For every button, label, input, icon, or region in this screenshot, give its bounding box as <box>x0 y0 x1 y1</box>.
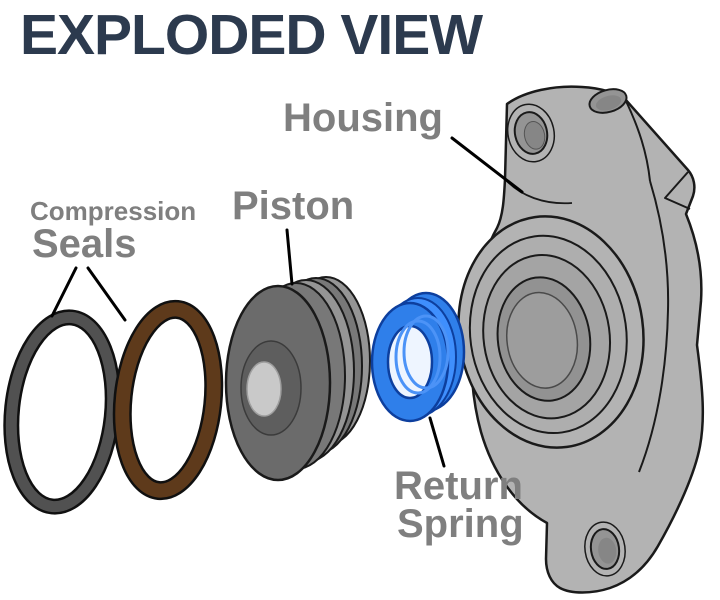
leader-return-spring <box>428 416 446 468</box>
spring-inner-wire-1 <box>394 319 442 395</box>
leader-lines <box>50 136 524 468</box>
seal-dark-body <box>5 311 119 513</box>
piston-part <box>224 276 371 482</box>
leader-housing <box>450 136 524 194</box>
leader-seals-right <box>86 266 127 322</box>
housing-edge-line-top <box>624 98 651 182</box>
label-housing: Housing <box>283 96 443 140</box>
housing-bore-boss <box>457 215 645 449</box>
return-spring-part <box>370 291 466 423</box>
leader-seals-left <box>50 266 78 318</box>
seal-brown-oring <box>112 299 224 501</box>
housing-edge-line-right <box>638 180 670 473</box>
label-return-spring-line2: Spring <box>397 502 524 546</box>
housing-hole-bottom-rim <box>584 521 626 577</box>
housing-boss-bore-inner <box>506 291 579 389</box>
housing-hole-top-left <box>506 103 556 163</box>
label-return-spring-line1: Return <box>394 464 523 508</box>
seal-dark-oring <box>3 309 121 515</box>
housing-hole-top-right-shadow <box>595 95 622 111</box>
housing-hole-top-right <box>588 88 628 114</box>
label-compression-seals-line1: Compression <box>30 196 197 226</box>
housing-hole-bottom <box>584 521 626 577</box>
housing-hole-bottom-shadow <box>598 537 617 564</box>
spring-inner-wire-2 <box>402 314 450 390</box>
housing-detail-lines <box>504 98 691 473</box>
page-title: EXPLODED VIEW <box>20 3 483 67</box>
piston-recess-highlight <box>246 361 282 417</box>
label-compression-seals-line2: Seals <box>32 222 137 266</box>
seal-brown-body <box>115 302 221 498</box>
housing-hole-top-left-rim <box>506 103 556 163</box>
label-piston: Piston <box>232 184 355 228</box>
housing-hole-top-left-shadow <box>523 120 546 150</box>
leader-piston <box>285 228 294 286</box>
housing-part <box>457 85 705 594</box>
housing-notch <box>664 171 691 210</box>
